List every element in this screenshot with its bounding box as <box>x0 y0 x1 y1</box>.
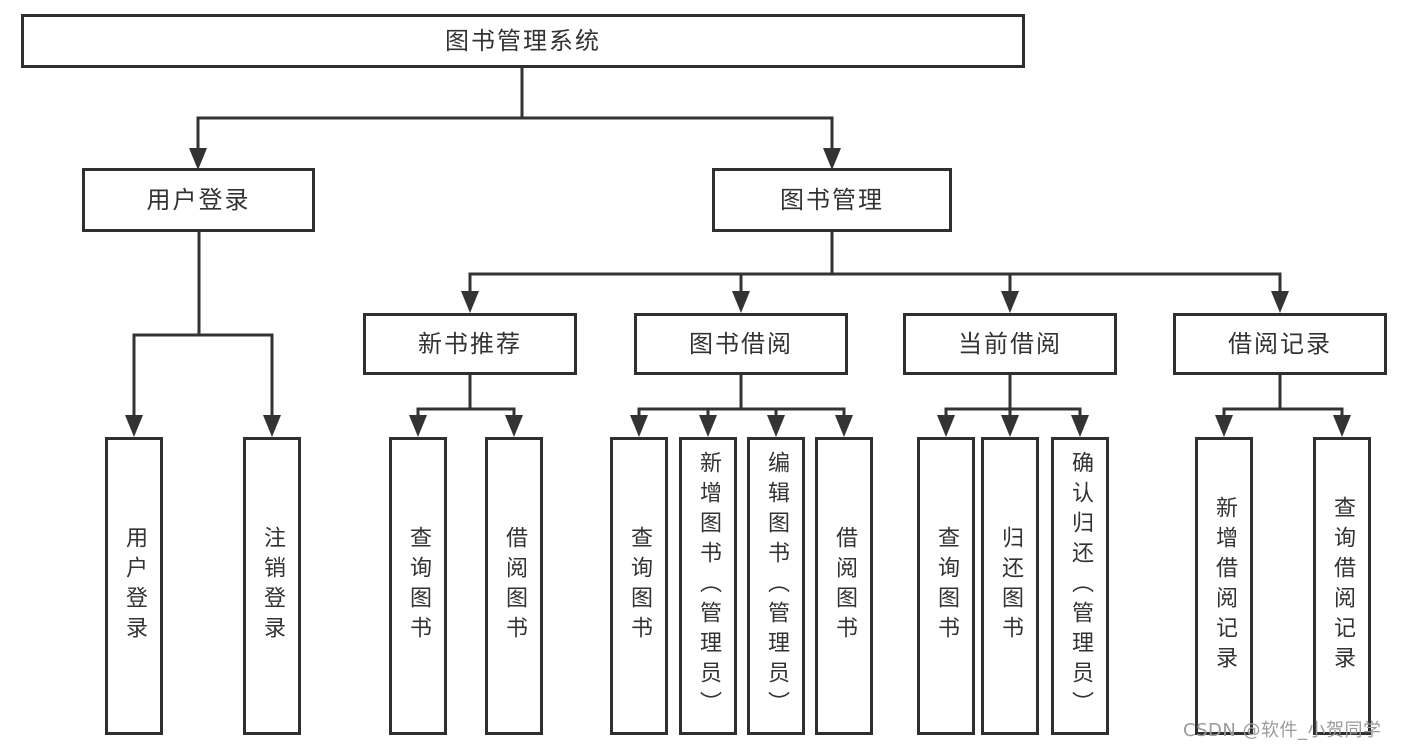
node-borrow-records: 借阅记录 <box>1173 313 1387 375</box>
node-library-management-system: 图书管理系统 <box>21 14 1025 68</box>
node-leaf-logout: 注销登录 <box>243 437 301 735</box>
node-book-borrow: 图书借阅 <box>634 313 848 375</box>
node-leaf-query-books-current: 查询图书 <box>917 437 975 735</box>
node-leaf-query-books-borrow: 查询图书 <box>610 437 668 735</box>
node-leaf-query-borrow-record: 查询借阅记录 <box>1313 437 1371 735</box>
node-current-borrow: 当前借阅 <box>903 313 1117 375</box>
node-book-management-group: 图书管理 <box>712 168 952 232</box>
node-leaf-return-books: 归还图书 <box>981 437 1039 735</box>
node-leaf-borrow-books: 借阅图书 <box>815 437 873 735</box>
node-leaf-user-login: 用户登录 <box>105 437 163 735</box>
csdn-watermark: CSDN @软件_小贺同学 <box>1183 720 1382 741</box>
node-leaf-edit-books-admin: 编辑图书（管理员） <box>747 437 805 735</box>
node-leaf-add-borrow-record: 新增借阅记录 <box>1195 437 1253 735</box>
node-leaf-query-books-recommend: 查询图书 <box>389 437 447 735</box>
node-new-book-recommend: 新书推荐 <box>363 313 577 375</box>
node-leaf-confirm-return-admin: 确认归还（管理员） <box>1051 437 1109 735</box>
arrowheads <box>125 148 1351 437</box>
node-user-login-group: 用户登录 <box>82 168 315 232</box>
node-leaf-borrow-books-recommend: 借阅图书 <box>485 437 543 735</box>
node-leaf-add-books-admin: 新增图书（管理员） <box>679 437 737 735</box>
